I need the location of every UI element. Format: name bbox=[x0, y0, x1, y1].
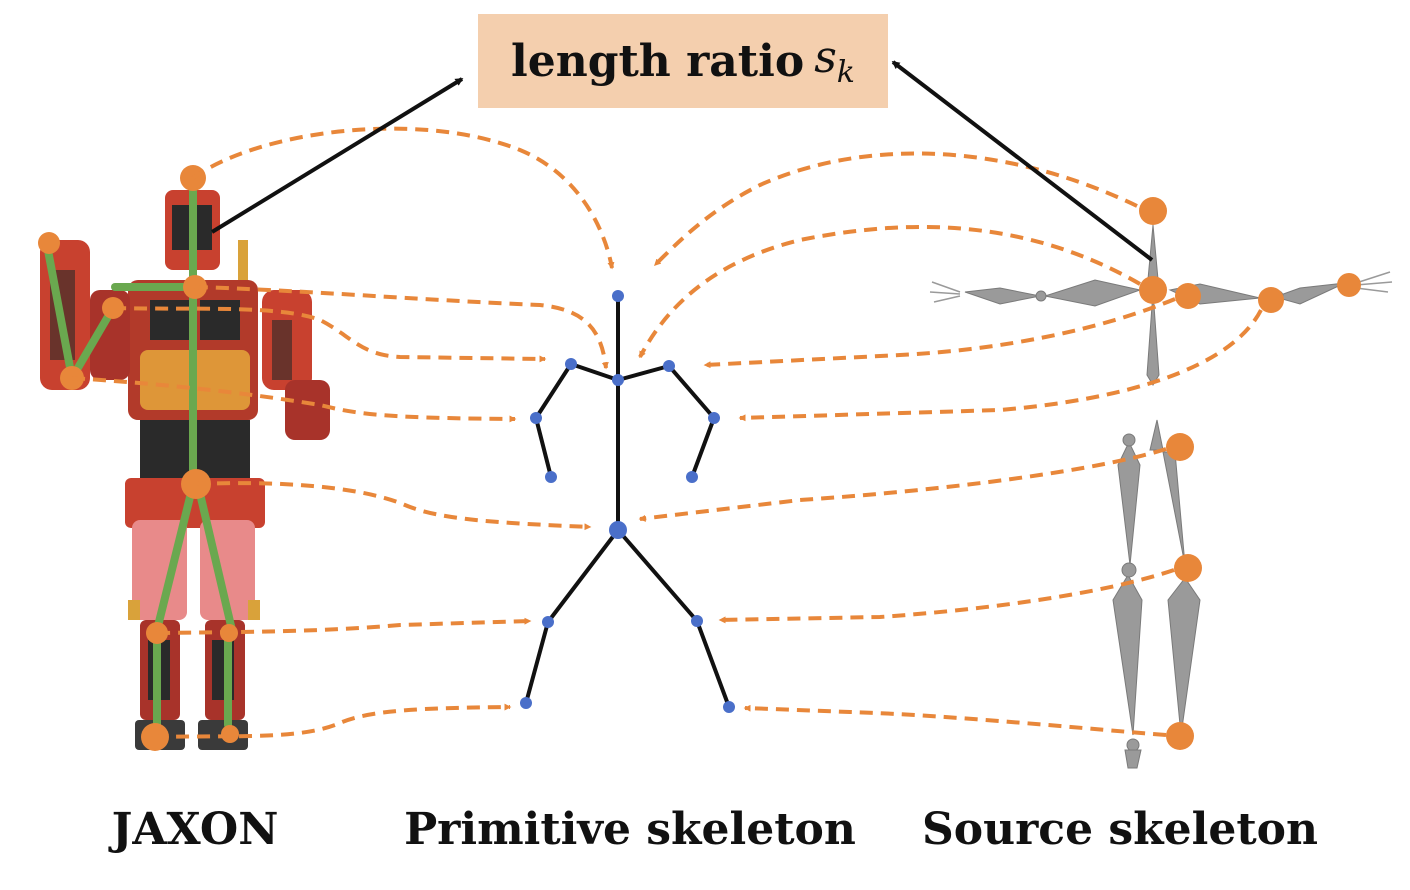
primitive-skeleton-caption: Primitive skeleton bbox=[404, 804, 856, 855]
jaxon-correspondence-arrows bbox=[71, 126, 615, 739]
robot-body bbox=[40, 190, 330, 750]
source-skeleton-caption: Source skeleton bbox=[921, 804, 1319, 855]
jaxon-robot-figure bbox=[38, 165, 330, 751]
primitive-skeleton-figure bbox=[520, 290, 735, 713]
length-ratio-symbol-base: s bbox=[814, 32, 837, 83]
length-ratio-symbol-subscript: k bbox=[836, 55, 855, 90]
length-ratio-box: length ratio sk bbox=[478, 14, 888, 108]
source-joints bbox=[1139, 197, 1361, 750]
jaxon-length-ratio-arrow bbox=[210, 77, 464, 234]
source-lower-bones bbox=[1112, 419, 1201, 769]
source-finger-lines bbox=[929, 271, 1393, 303]
source-skeleton-figure bbox=[929, 197, 1393, 769]
primitive-bones bbox=[524, 294, 731, 709]
jaxon-kinematic-chain bbox=[43, 186, 236, 739]
jaxon-caption: JAXON bbox=[111, 804, 279, 855]
source-length-ratio-arrow bbox=[891, 60, 1154, 262]
primitive-joints bbox=[520, 290, 735, 713]
length-ratio-label: length ratio bbox=[511, 35, 805, 87]
length-ratio-arrows bbox=[210, 60, 1154, 262]
length-ratio-symbol: sk bbox=[814, 32, 855, 90]
